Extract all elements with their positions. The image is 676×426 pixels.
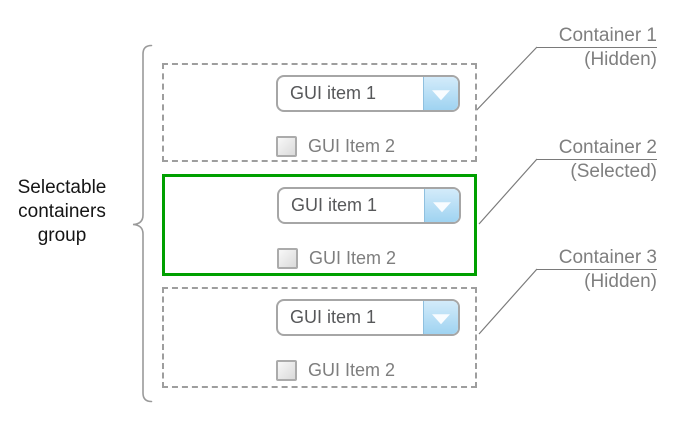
checkbox[interactable] [276, 360, 297, 381]
checkbox-label: GUI Item 2 [308, 136, 396, 156]
chevron-down-icon [433, 201, 451, 212]
gui-item-2-checkbox-row[interactable]: GUI Item 2 [277, 248, 396, 269]
dropdown-value: GUI item 1 [290, 83, 377, 103]
checkbox[interactable] [276, 136, 297, 157]
callout-container-2: Container 2 (Selected) [537, 138, 657, 182]
chevron-down-icon [432, 89, 450, 100]
dropdown-value: GUI item 1 [290, 307, 377, 327]
dropdown-button[interactable] [423, 77, 458, 110]
checkbox-label: GUI Item 2 [309, 248, 397, 268]
group-label: Selectable containers group [0, 176, 124, 248]
container-1[interactable]: GUI item 1 GUI Item 2 [162, 63, 477, 162]
container-3[interactable]: GUI item 1 GUI Item 2 [162, 287, 477, 388]
checkbox-label: GUI Item 2 [308, 360, 396, 380]
gui-item-1-dropdown[interactable]: GUI item 1 [276, 299, 460, 336]
gui-item-1-dropdown[interactable]: GUI item 1 [276, 75, 460, 112]
callout-container-1: Container 1 (Hidden) [537, 26, 657, 70]
gui-item-2-checkbox-row[interactable]: GUI Item 2 [276, 136, 395, 157]
dropdown-button[interactable] [424, 189, 459, 222]
gui-item-1-dropdown[interactable]: GUI item 1 [277, 187, 461, 224]
group-label-line: Selectable [17, 177, 107, 198]
gui-item-2-checkbox-row[interactable]: GUI Item 2 [276, 360, 395, 381]
callout-state: (Selected) [570, 161, 657, 182]
checkbox[interactable] [277, 248, 298, 269]
callout-state: (Hidden) [584, 271, 657, 292]
callout-title: Container 2 [537, 138, 657, 160]
dropdown-button[interactable] [423, 301, 458, 334]
chevron-down-icon [432, 313, 450, 324]
callout-title: Container 1 [537, 26, 657, 48]
leader-line-container-1 [470, 46, 538, 117]
leader-line-container-2 [478, 158, 538, 225]
callout-container-3: Container 3 (Hidden) [537, 248, 657, 292]
group-label-line: containers [18, 201, 106, 222]
group-label-line: group [37, 225, 87, 246]
leader-line-container-3 [478, 268, 538, 335]
dropdown-value: GUI item 1 [291, 195, 378, 215]
container-2[interactable]: GUI item 1 GUI Item 2 [162, 174, 477, 276]
callout-title: Container 3 [537, 248, 657, 270]
curly-brace [132, 44, 153, 403]
callout-state: (Hidden) [584, 49, 657, 70]
